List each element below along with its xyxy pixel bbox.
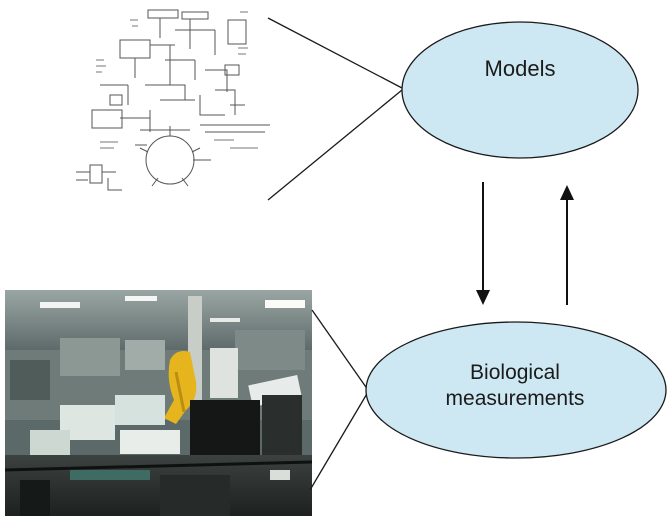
schematic-to-models-bottom-line [267, 89, 403, 201]
models-label: Models [484, 56, 556, 81]
photo-to-measurements-bottom-line [309, 391, 369, 491]
biological-measurements-label: Biological measurements [445, 361, 585, 411]
models-ellipse [401, 21, 639, 159]
measurements-ellipse [365, 321, 667, 459]
connector-lines [267, 17, 403, 491]
schematic-to-models-top-line [267, 17, 403, 89]
arrow-up [560, 185, 574, 305]
feedback-arrows [476, 182, 574, 305]
arrow-down [476, 182, 490, 305]
network-schematic-image [76, 9, 270, 191]
robotic-lab-photo [4, 290, 313, 516]
photo-to-measurements-top-line [311, 309, 369, 391]
